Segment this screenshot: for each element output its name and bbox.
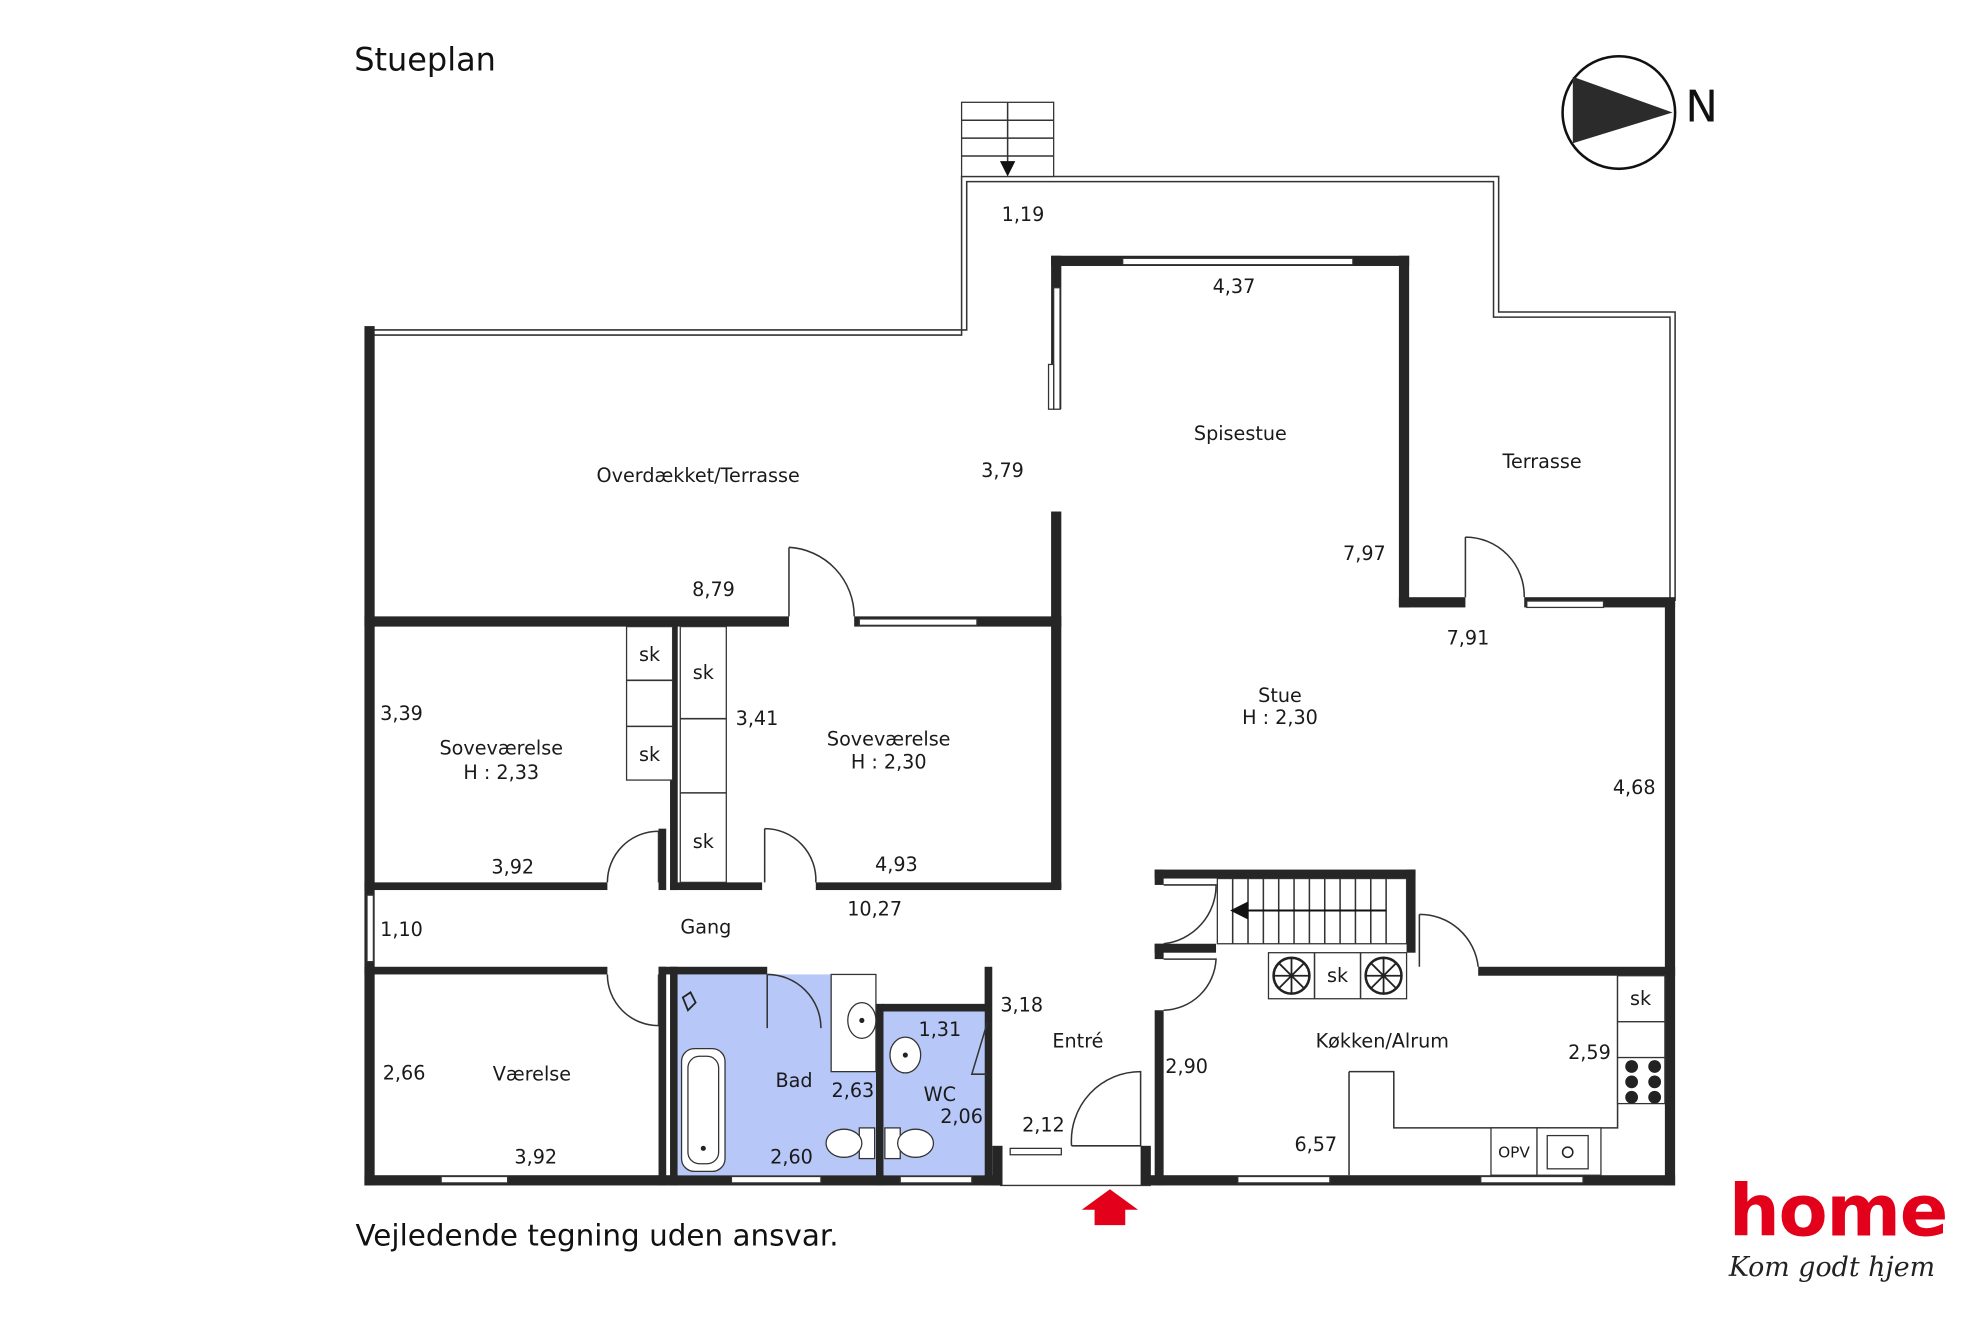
dim-1-31: 1,31 <box>919 1018 962 1041</box>
stove-icon <box>1625 1060 1662 1104</box>
room-bedroom-1-height: H : 2,33 <box>463 761 539 784</box>
stairs-down-arrow-icon <box>1230 901 1249 920</box>
dim-1-19: 1,19 <box>1002 203 1045 226</box>
compass: N <box>1561 54 1718 171</box>
dim-3-79: 3,79 <box>981 459 1024 482</box>
dim-7-91: 7,91 <box>1447 627 1490 650</box>
dim-10-27: 10,27 <box>847 898 902 921</box>
closet-label-6: sk <box>1630 987 1652 1010</box>
dim-2-90: 2,90 <box>1165 1055 1208 1078</box>
dim-4-93: 4,93 <box>875 853 918 876</box>
toilet-icon <box>825 1127 876 1160</box>
entrance-arrow-icon <box>1081 1189 1139 1226</box>
room-living-height: H : 2,30 <box>1242 706 1318 729</box>
outdoor-stairs <box>960 101 1055 178</box>
dim-4-37: 4,37 <box>1213 275 1256 298</box>
walls <box>364 255 1676 1186</box>
brand-name: home <box>1729 1169 1947 1252</box>
dim-3-18: 3,18 <box>1000 994 1043 1017</box>
closet-label-4: sk <box>693 830 715 853</box>
shower-icon <box>681 991 697 1012</box>
sink-icon <box>847 1001 877 1040</box>
dim-3-92-a: 3,92 <box>491 855 534 878</box>
brand-tagline: Kom godt hjem <box>1728 1252 1935 1283</box>
dim-2-59: 2,59 <box>1568 1041 1611 1064</box>
room-covered-terrace: Overdækket/Terrasse <box>597 464 800 487</box>
stairs-arrow-icon <box>999 161 1016 177</box>
dim-3-92-b: 3,92 <box>514 1146 557 1169</box>
room-bedroom-2-height: H : 2,30 <box>851 751 927 774</box>
toilet-icon-wc <box>884 1127 935 1160</box>
compass-north-label: N <box>1685 82 1718 132</box>
dim-2-66: 2,66 <box>383 1061 426 1084</box>
room-bedroom-2: Soveværelse <box>827 728 951 751</box>
room-wc: WC <box>924 1083 956 1106</box>
dim-7-97: 7,97 <box>1343 542 1386 565</box>
dim-2-63: 2,63 <box>832 1079 875 1102</box>
terrace-outline <box>368 175 1676 602</box>
internal-stairs <box>1216 877 1408 945</box>
dim-2-60: 2,60 <box>770 1146 813 1169</box>
dim-6-57: 6,57 <box>1294 1133 1337 1156</box>
fan-icon-2 <box>1364 956 1403 995</box>
dim-2-12: 2,12 <box>1022 1114 1065 1137</box>
room-entry: Entré <box>1052 1029 1103 1052</box>
closet-label-1: sk <box>639 643 661 666</box>
closet-label-3: sk <box>693 661 715 684</box>
room-bath: Bad <box>776 1069 813 1092</box>
room-dining: Spisestue <box>1194 422 1287 445</box>
room-bedroom-1: Soveværelse <box>439 736 563 759</box>
dim-2-06: 2,06 <box>940 1105 983 1128</box>
closet-label-5: sk <box>1327 964 1349 987</box>
fan-icon <box>1272 956 1311 995</box>
room-small: Værelse <box>493 1063 571 1086</box>
room-hall: Gang <box>680 916 731 939</box>
bath-fixtures <box>680 991 935 1173</box>
dim-1-10: 1,10 <box>380 918 423 941</box>
sink-icon-wc <box>889 1036 922 1074</box>
brand-logo: home Kom godt hjem <box>1728 1169 1949 1283</box>
kitchen-fixtures <box>1267 952 1666 1176</box>
room-living: Stue <box>1258 684 1302 707</box>
opv-label: OPV <box>1498 1143 1530 1161</box>
page-title: Stueplan <box>354 40 496 78</box>
disclaimer: Vejledende tegning uden ansvar. <box>355 1219 838 1253</box>
north-arrow-icon <box>1572 76 1673 144</box>
room-kitchen: Køkken/Alrum <box>1316 1029 1449 1052</box>
dim-8-79: 8,79 <box>692 578 735 601</box>
dim-3-41: 3,41 <box>736 707 779 730</box>
dim-3-39: 3,39 <box>380 702 423 725</box>
closet-label-2: sk <box>639 743 661 766</box>
dim-4-68: 4,68 <box>1613 776 1656 799</box>
doors <box>606 536 1525 1147</box>
windows <box>366 257 1605 1187</box>
closets <box>625 625 727 884</box>
room-terrace: Terrasse <box>1502 450 1582 473</box>
